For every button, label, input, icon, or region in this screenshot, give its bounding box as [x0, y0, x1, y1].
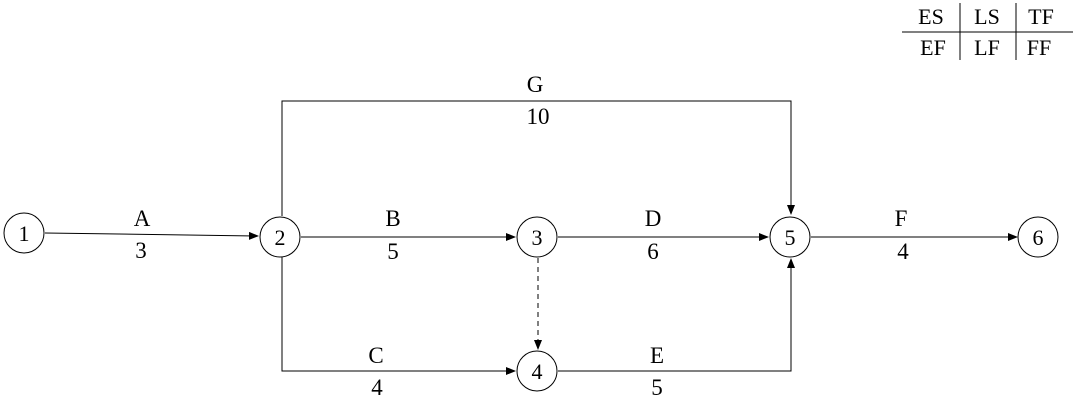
activity-g-duration: 10 [527, 104, 550, 129]
activity-e-name: E [650, 343, 664, 368]
activity-a-name: A [134, 206, 151, 231]
activity-d-duration: 6 [647, 239, 659, 264]
activity-a-duration: 3 [135, 238, 147, 263]
activity-d-name: D [645, 206, 662, 231]
legend: ES LS TF EF LF FF [902, 3, 1073, 60]
node-6-label: 6 [1033, 225, 1044, 250]
activity-e-duration: 5 [651, 375, 663, 400]
activity-arrows [44, 100, 1018, 375]
activity-f-duration: 4 [897, 239, 909, 264]
legend-ef: EF [920, 35, 946, 60]
legend-ls: LS [974, 4, 1000, 29]
node-5: 5 [769, 216, 811, 258]
node-4: 4 [516, 350, 558, 392]
node-4-label: 4 [532, 359, 543, 384]
node-3: 3 [516, 216, 558, 258]
node-1-label: 1 [19, 221, 30, 246]
legend-lf: LF [974, 35, 1000, 60]
arrow-c [281, 257, 516, 375]
activity-f-name: F [895, 206, 908, 231]
activity-g-name: G [527, 72, 544, 97]
activity-c-name: C [368, 343, 383, 368]
arrow-e [558, 258, 795, 372]
node-3-label: 3 [532, 225, 543, 250]
arrow-g [281, 100, 795, 216]
activity-labels: A 3 B 5 C 4 D 6 E 5 F 4 G 10 [134, 72, 910, 400]
node-1: 1 [3, 212, 45, 254]
activity-b-name: B [385, 206, 400, 231]
node-2-label: 2 [275, 225, 286, 250]
legend-es: ES [918, 4, 944, 29]
nodes: 1 2 3 4 5 6 [3, 212, 1059, 392]
activity-c-duration: 4 [371, 375, 383, 400]
node-5-label: 5 [785, 225, 796, 250]
legend-tf: TF [1028, 4, 1054, 29]
arrow-a [44, 231, 259, 240]
node-2: 2 [259, 216, 301, 258]
legend-ff: FF [1027, 35, 1051, 60]
activity-b-duration: 5 [387, 239, 399, 264]
node-6: 6 [1017, 216, 1059, 258]
